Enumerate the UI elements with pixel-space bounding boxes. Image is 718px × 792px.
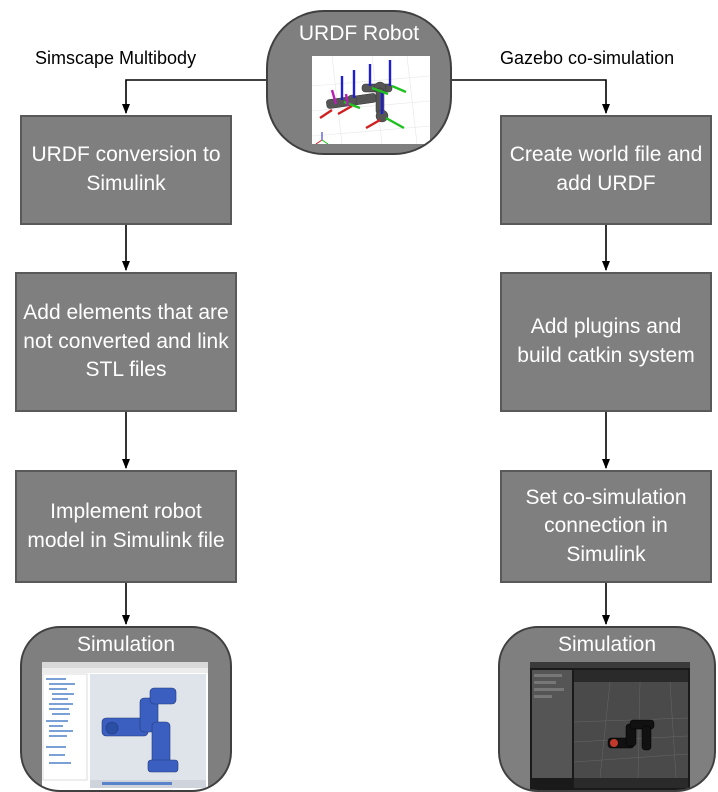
branch-label-simscape: Simscape Multibody <box>35 48 197 68</box>
gazebo-simulation-image <box>530 662 690 790</box>
left-step-3: Implement robot model in Simulink file <box>15 470 237 583</box>
left-simulation-title: Simulation <box>76 633 176 656</box>
left-step-1: URDF conversion to Simulink <box>20 115 232 225</box>
branch-label-gazebo: Gazebo co-simulation <box>500 48 675 68</box>
right-step-2: Add plugins and build catkin system <box>500 272 712 412</box>
urdf-robot-title: URDF Robot <box>298 22 420 45</box>
urdf-robot-node: URDF Robot <box>266 10 452 155</box>
right-step-3: Set co-simulation connection in Simulink <box>500 470 712 583</box>
left-step-2: Add elements that are not converted and … <box>15 272 237 412</box>
arrow-root-to-right <box>450 79 610 114</box>
left-simulation-node: Simulation <box>20 626 232 792</box>
arrow-root-to-left <box>122 79 268 114</box>
right-step-1: Create world file and add URDF <box>500 115 712 225</box>
urdf-robot-image <box>312 56 430 144</box>
right-simulation-node: Simulation <box>498 626 716 792</box>
right-simulation-title: Simulation <box>557 633 657 656</box>
simscape-simulation-image <box>42 662 208 790</box>
